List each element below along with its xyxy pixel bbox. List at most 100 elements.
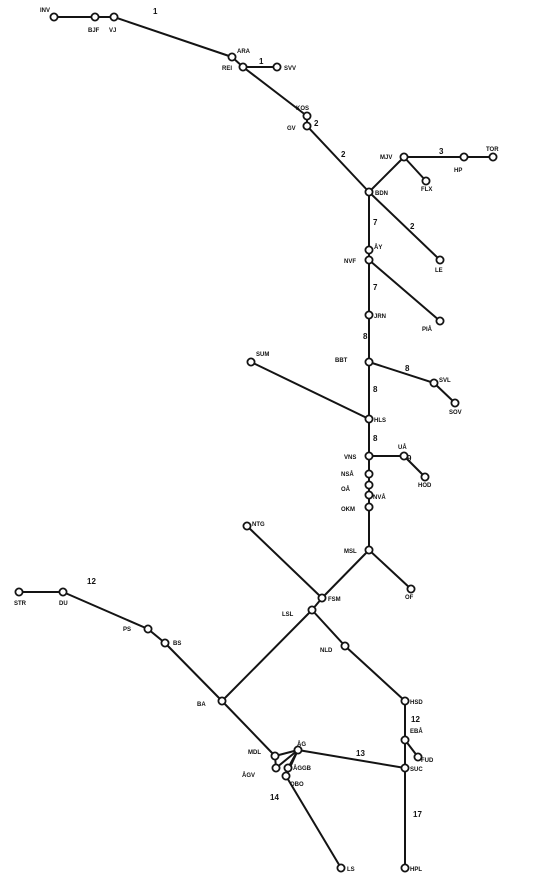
station-label-rei: REI bbox=[222, 66, 232, 72]
station-label-tor: TOR bbox=[486, 147, 499, 153]
station-label-ag: ÅG bbox=[297, 741, 306, 748]
station-label-pia: PIÅ bbox=[422, 326, 433, 333]
track-obo-ls bbox=[285, 775, 342, 869]
track-lsl-ba bbox=[221, 609, 313, 702]
station-label-hls: HLS bbox=[374, 418, 386, 424]
track-vj-ara bbox=[113, 16, 233, 58]
station-ba bbox=[217, 696, 227, 706]
track-msl-fsm bbox=[321, 549, 370, 599]
station-hod bbox=[420, 472, 430, 482]
station-label-hsd: HSD bbox=[410, 700, 423, 706]
station-label-str: STR bbox=[14, 601, 27, 607]
track-mjv-flx bbox=[403, 156, 427, 182]
track-rei-kos bbox=[242, 66, 308, 117]
station-label-nvf: NVF bbox=[344, 259, 356, 265]
station-gv bbox=[302, 121, 312, 131]
section-number-s1: 1 bbox=[153, 7, 158, 16]
track-bs-ba bbox=[164, 642, 223, 702]
section-number-s7a: 7 bbox=[373, 218, 378, 227]
section-number-s9a: 9 bbox=[407, 454, 412, 463]
station-label-hp: HP bbox=[454, 168, 462, 174]
station-vj bbox=[109, 12, 119, 22]
station-ara bbox=[227, 52, 237, 62]
station-label-mjv: MJV bbox=[380, 155, 392, 161]
track-nld-hsd bbox=[344, 645, 406, 702]
station-sov bbox=[450, 398, 460, 408]
station-nvf bbox=[364, 255, 374, 265]
station-of bbox=[406, 584, 416, 594]
station-label-bjf: BJF bbox=[88, 28, 100, 34]
track-ba-mdl bbox=[221, 700, 276, 757]
station-label-ls: LS bbox=[347, 867, 355, 873]
station-ps bbox=[143, 624, 153, 634]
station-eba bbox=[400, 735, 410, 745]
station-label-ara: ARA bbox=[237, 49, 251, 55]
station-ag bbox=[293, 745, 303, 755]
station-fud bbox=[413, 752, 423, 762]
section-number-s12a: 12 bbox=[87, 577, 96, 586]
station-hpl bbox=[400, 863, 410, 873]
track-lsl-nld bbox=[311, 609, 346, 647]
station-obo bbox=[281, 771, 291, 781]
section-number-s2: 2 bbox=[314, 119, 319, 128]
track-ag-suc bbox=[297, 749, 406, 769]
section-number-s3: 3 bbox=[439, 147, 444, 156]
station-label-nld: NLD bbox=[320, 648, 333, 654]
station-okm bbox=[364, 502, 374, 512]
station-label-agv: ÅGV bbox=[242, 772, 255, 779]
station-ay bbox=[364, 245, 374, 255]
station-msl bbox=[364, 545, 374, 555]
station-label-bs: BS bbox=[173, 641, 181, 647]
station-agv bbox=[271, 763, 281, 773]
station-oa bbox=[364, 480, 374, 490]
track-msl-of bbox=[368, 549, 412, 590]
station-label-sov: SOV bbox=[449, 410, 462, 416]
station-label-sum: SUM bbox=[256, 352, 269, 358]
station-label-ay: ÅY bbox=[374, 244, 382, 251]
station-suc bbox=[400, 763, 410, 773]
station-label-suc: SUC bbox=[410, 767, 423, 773]
track-sum-hls bbox=[250, 361, 370, 420]
station-label-fud: FUD bbox=[421, 758, 434, 764]
station-svv bbox=[272, 62, 282, 72]
station-label-inv: INV bbox=[40, 8, 50, 14]
station-nsa bbox=[364, 469, 374, 479]
station-label-eba: EBÅ bbox=[410, 728, 423, 735]
station-pia bbox=[435, 316, 445, 326]
station-label-flx: FLX bbox=[421, 187, 432, 193]
station-label-ps: PS bbox=[123, 627, 131, 633]
station-label-ntg: NTG bbox=[252, 522, 265, 528]
station-label-bdn: BDN bbox=[375, 191, 388, 197]
station-label-ba: BA bbox=[197, 702, 206, 708]
station-label-le: LE bbox=[435, 268, 443, 274]
track-ntg-fsm bbox=[246, 525, 323, 599]
section-number-s12b: 12 bbox=[411, 715, 420, 724]
station-mdl bbox=[270, 751, 280, 761]
station-label-okm: OKM bbox=[341, 507, 355, 513]
track-gv-bdn bbox=[306, 125, 370, 193]
section-number-s8d: 8 bbox=[373, 434, 378, 443]
track-bbt-svl bbox=[368, 361, 435, 384]
station-label-of: OF bbox=[405, 595, 414, 601]
track-bdn-mjv bbox=[368, 156, 405, 193]
track-ua-hod bbox=[403, 455, 426, 478]
station-sum bbox=[246, 357, 256, 367]
station-vns bbox=[364, 451, 374, 461]
station-nva bbox=[364, 490, 374, 500]
station-label-mdl: MDL bbox=[248, 750, 261, 756]
station-label-bbt: BBT bbox=[335, 358, 348, 364]
station-lsl bbox=[307, 605, 317, 615]
section-number-s7b: 7 bbox=[373, 283, 378, 292]
station-label-ua: UÅ bbox=[398, 444, 407, 451]
station-flx bbox=[421, 176, 431, 186]
station-ls bbox=[336, 863, 346, 873]
station-label-msl: MSL bbox=[344, 549, 357, 555]
station-label-gv: GV bbox=[287, 126, 296, 132]
station-svl bbox=[429, 378, 439, 388]
track-segments bbox=[18, 16, 494, 869]
station-label-jrn: JRN bbox=[374, 314, 386, 320]
station-nld bbox=[340, 641, 350, 651]
section-number-s2b: 2 bbox=[341, 150, 346, 159]
